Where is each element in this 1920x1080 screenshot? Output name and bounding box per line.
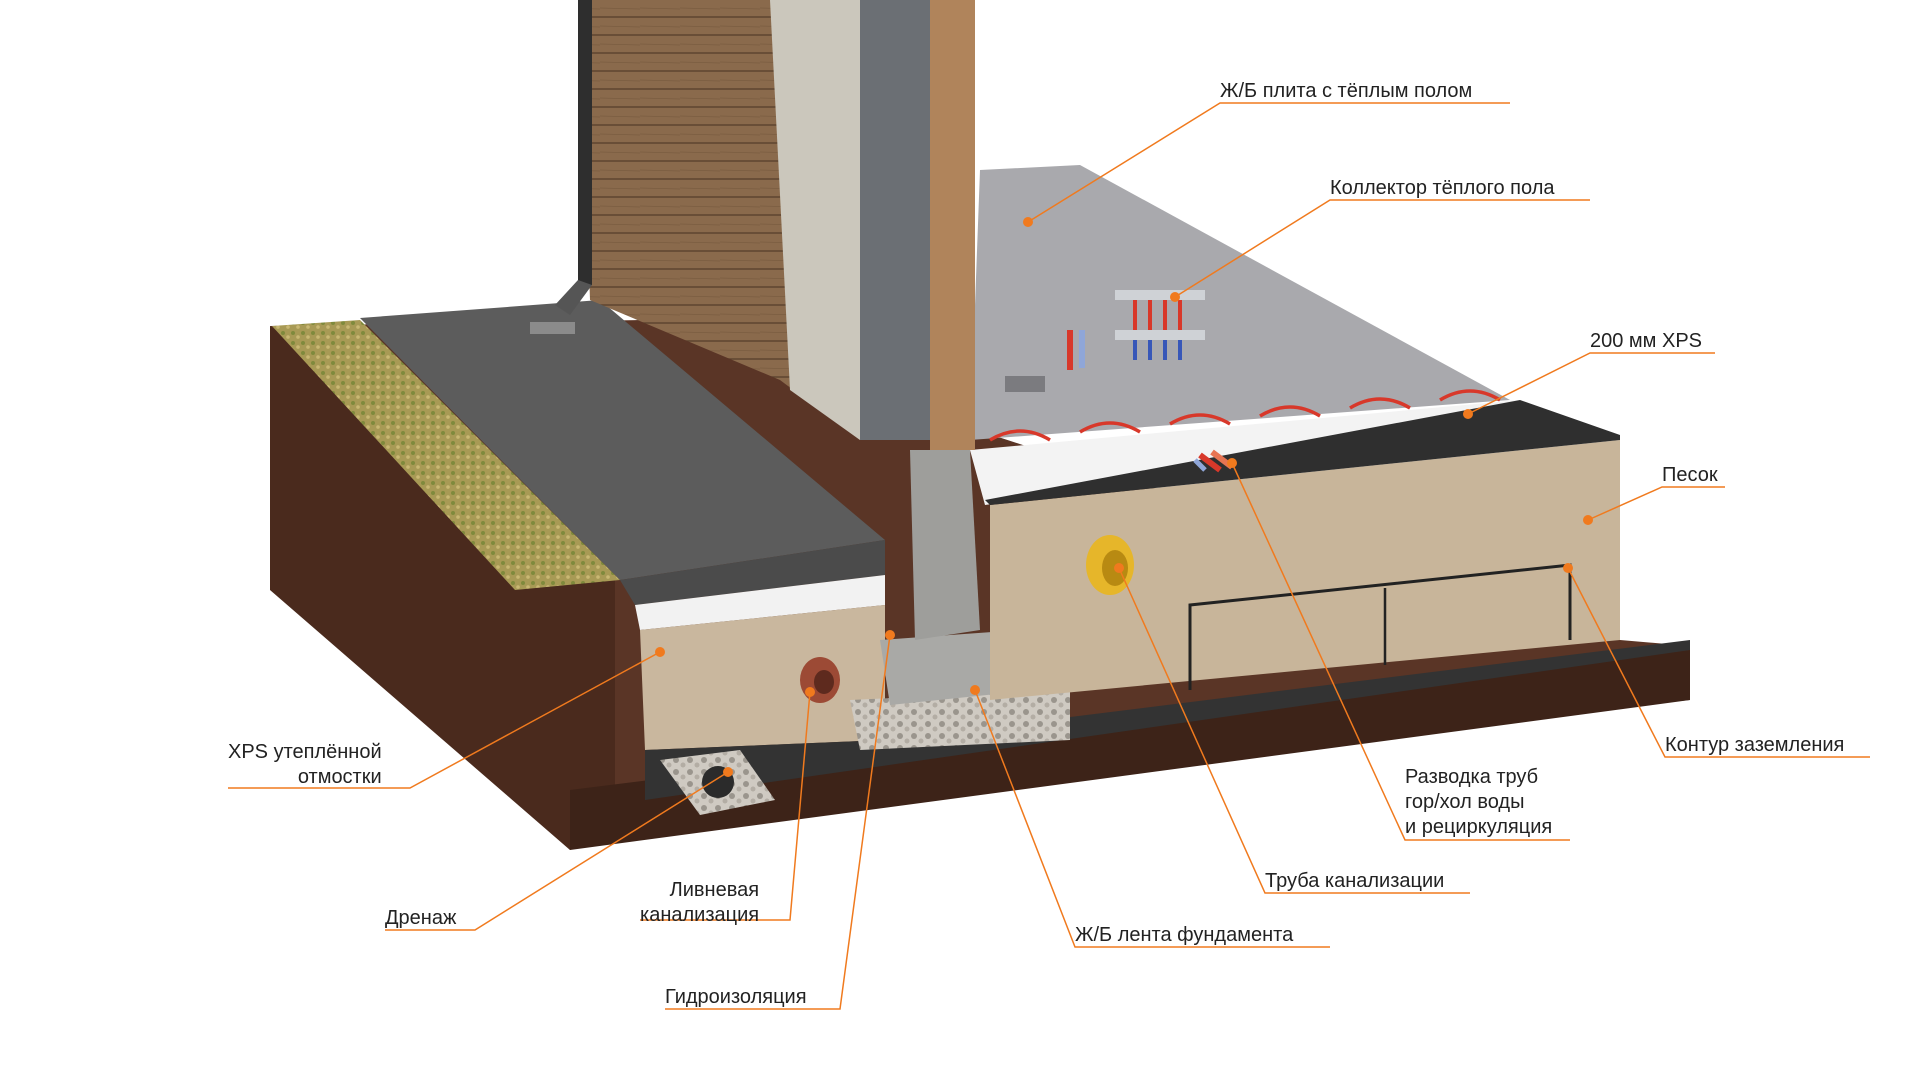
leader-storm-dot (805, 687, 815, 697)
soil-front-face (570, 650, 1690, 850)
slab-edge-membrane (985, 400, 1620, 505)
blind-area-front (620, 540, 885, 605)
leader-xps200 (1467, 352, 1715, 415)
leader-sand (1587, 486, 1725, 521)
label-waterproofing: Гидроизоляция (665, 986, 807, 1008)
label-xps-blind: XPS утеплённой отмостки (228, 740, 382, 790)
leader-strip (974, 689, 1330, 948)
leader-pipes-dot (1227, 458, 1237, 468)
downpipe-outlet (555, 280, 592, 315)
label-grounding: Контур заземления (1665, 734, 1845, 756)
label-pipes: Разводка труб гор/хол воды и рециркуляци… (1405, 765, 1552, 840)
leader-manifold-dot (1170, 292, 1180, 302)
label-storm: Ливневая канализация (640, 878, 759, 928)
foundation-block-wall (910, 450, 980, 640)
label-storm-line-2: канализация (640, 904, 760, 926)
leader-grounding-dot (1563, 563, 1573, 573)
grounding-contour (1188, 563, 1572, 690)
label-strip: Ж/Б лента фундамента (1075, 924, 1294, 946)
slab-top (970, 165, 1510, 440)
leader-sand-dot (1583, 515, 1593, 525)
grass-strip (272, 320, 620, 590)
floor-drain-grate (1005, 376, 1045, 392)
blind-area-xps (635, 575, 885, 630)
label-xps-blind-line-2: отмостки (297, 766, 382, 788)
leader-waterproofing (665, 634, 891, 1010)
label-manifold: Коллектор тёплого пола (1330, 177, 1555, 199)
blind-area-top (360, 300, 885, 580)
leader-pipes (1231, 462, 1570, 841)
leader-sewer (1118, 567, 1470, 894)
label-sewer: Труба канализации (1265, 870, 1445, 892)
leader-drainage-dot (723, 767, 733, 777)
label-storm-line-1: Ливневая (669, 879, 760, 901)
floor-heating-manifold (1115, 290, 1205, 360)
blind-area-sand (640, 605, 885, 750)
leader-storm (640, 691, 811, 921)
label-pipes-line-3: и рециркуляция (1405, 816, 1553, 838)
label-slab: Ж/Б плита с тёплым полом (1220, 80, 1473, 102)
leader-sewer-dot (1114, 563, 1124, 573)
label-pipes-line-1: Разводка труб (1405, 766, 1539, 788)
waterproofing-layer (645, 640, 1690, 800)
house-wall-insulation (860, 0, 930, 440)
leader-waterproofing-dot (885, 630, 895, 640)
label-xps200: 200 мм XPS (1590, 330, 1703, 352)
label-sand: Песок (1662, 464, 1718, 486)
label-pipes-line-2: гор/хол воды (1405, 791, 1525, 813)
leader-drainage (385, 771, 729, 931)
house-wall-inner (770, 0, 860, 440)
leader-xps-blind (228, 651, 661, 789)
label-xps-blind-line-1: XPS утеплённой (228, 741, 382, 763)
label-drainage: Дренаж (385, 907, 457, 929)
leader-xps-blind-dot (655, 647, 665, 657)
leader-slab-dot (1023, 217, 1033, 227)
leader-xps200-dot (1463, 409, 1473, 419)
downpipe (578, 0, 592, 285)
leader-strip-dot (970, 685, 980, 695)
leader-manifold (1174, 199, 1590, 298)
leader-slab (1027, 102, 1510, 223)
sand-fill-front (990, 440, 1620, 700)
foundation-strip-gravel (850, 690, 1070, 750)
soil-left-face (270, 326, 615, 850)
leader-grounding (1567, 567, 1870, 758)
storm-inlet-grate (530, 322, 575, 334)
house-wall-timber (930, 0, 975, 450)
floor-heating-loops (989, 389, 1501, 442)
